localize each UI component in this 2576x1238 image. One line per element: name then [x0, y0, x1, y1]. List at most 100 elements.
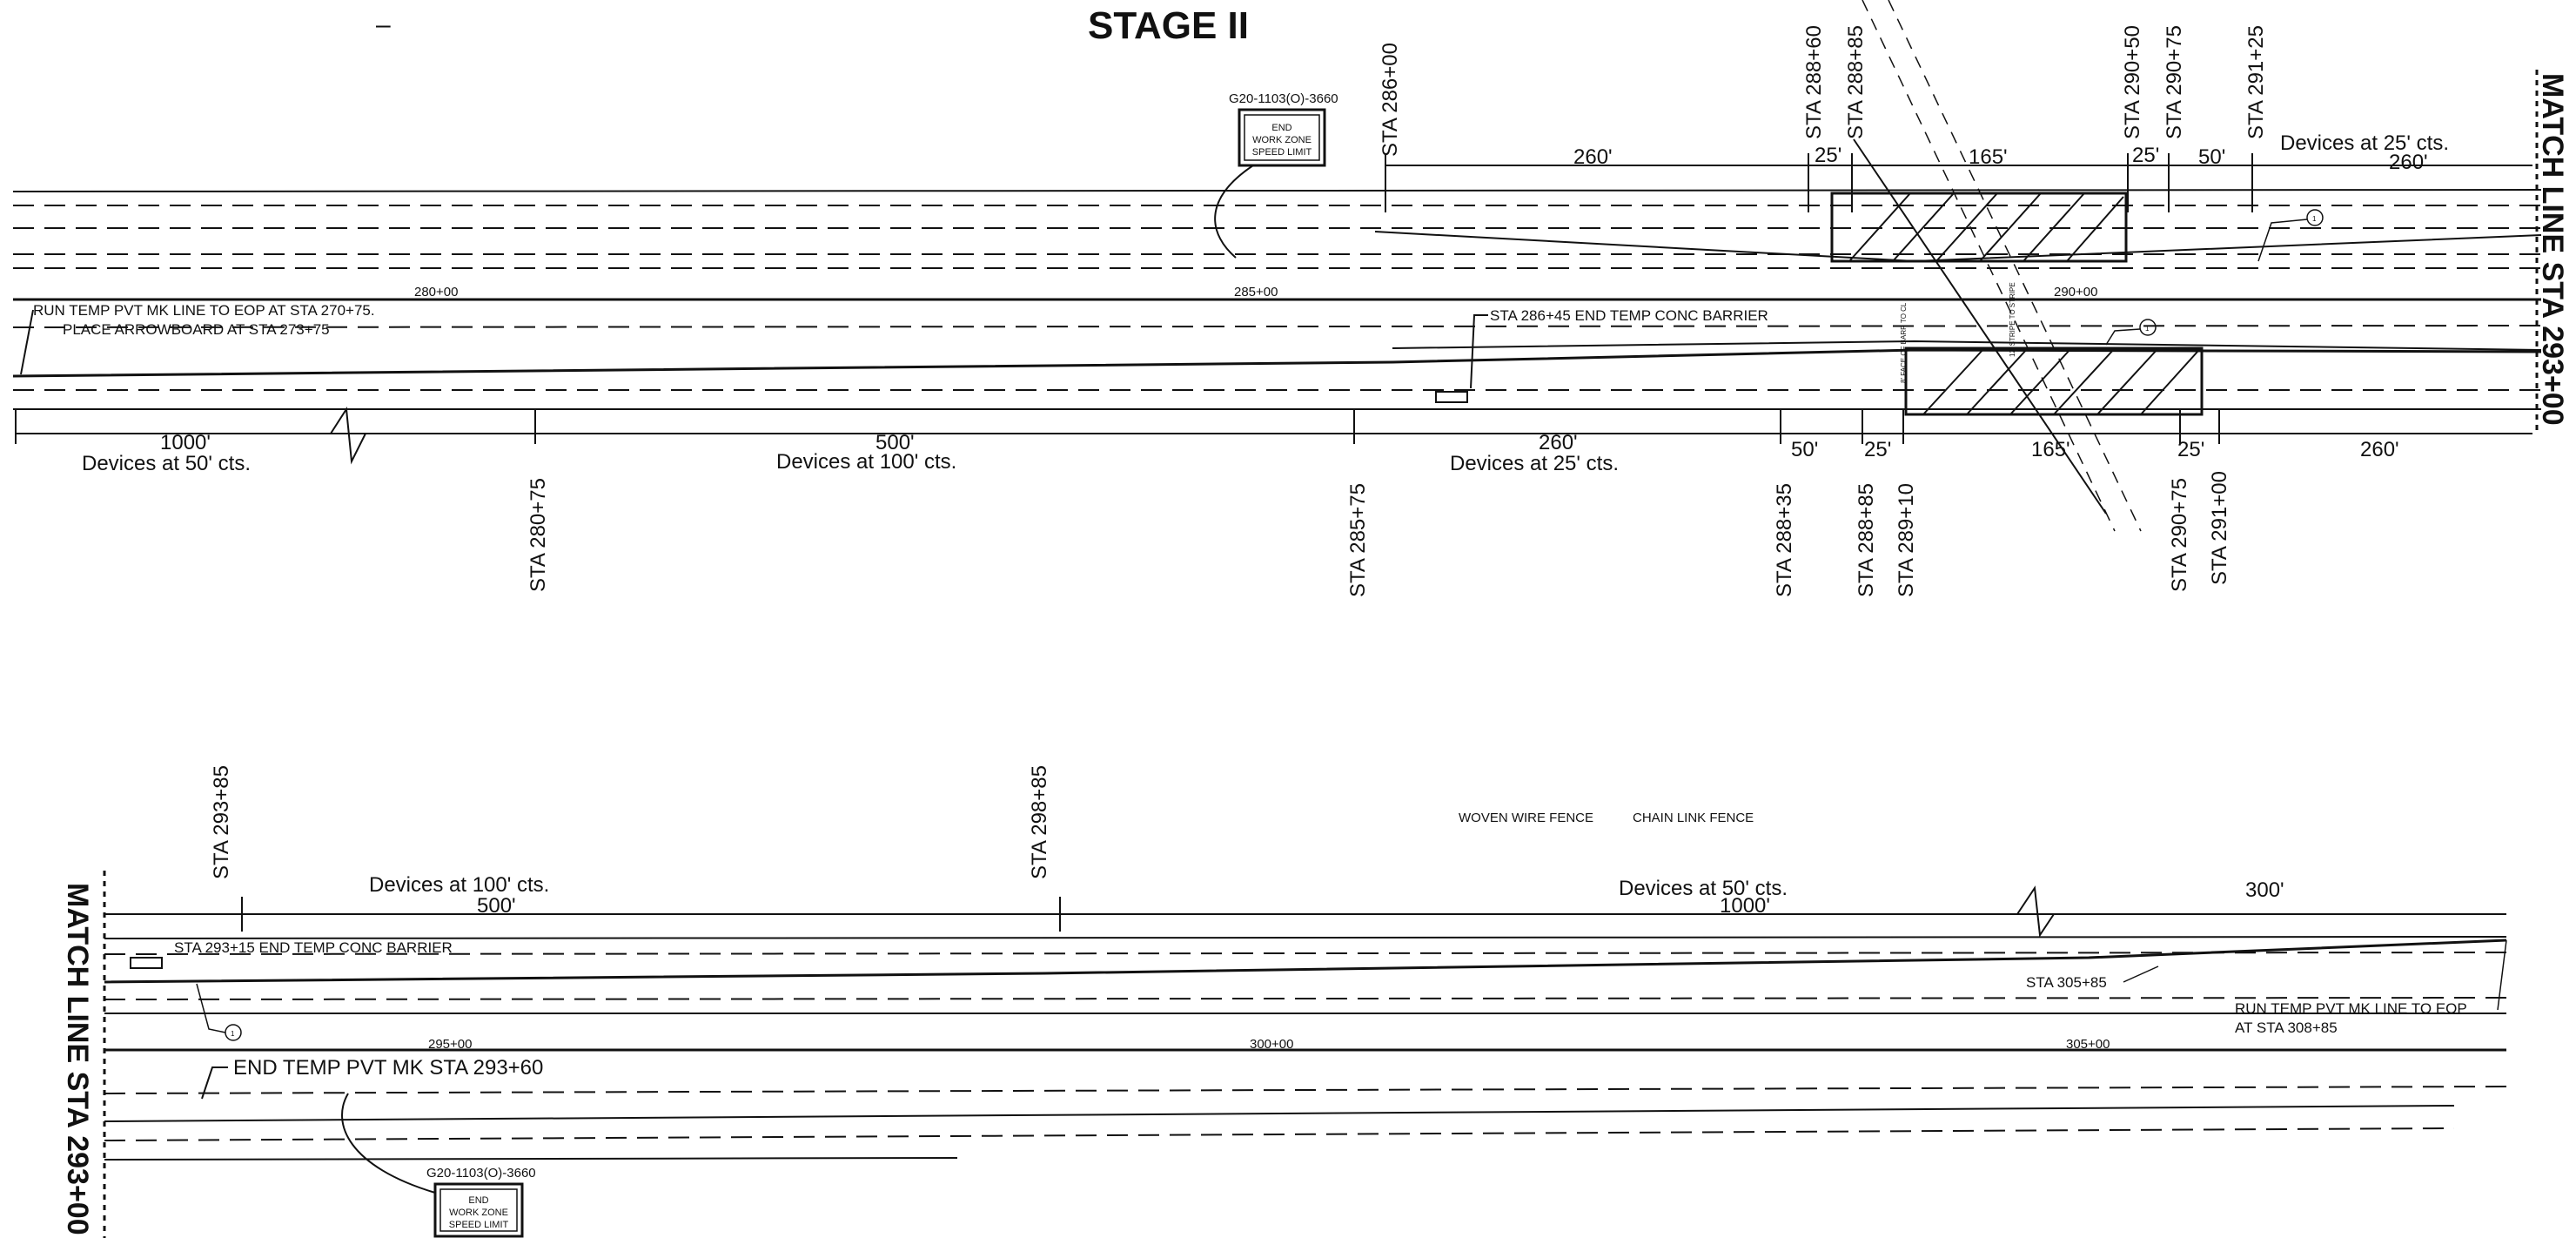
dim-500-bottom: 500' [477, 894, 516, 918]
note-end-leader [201, 1066, 228, 1100]
bottom-edge-line-4 [104, 1157, 958, 1161]
station-290-75: STA 290+75 [2163, 25, 2186, 139]
bottom-dim-ticks [241, 897, 1061, 932]
devices-25-upper: Devices at 25' cts. [2280, 131, 2449, 155]
sign-leader [1214, 165, 1254, 259]
sign-line-3: SPEED LIMIT [1252, 147, 1312, 158]
tick-285-00: 285+00 [1234, 285, 1278, 299]
crossing-line-2 [1888, 0, 2142, 532]
note-arrowboard: PLACE ARROWBOARD AT STA 273+75 [63, 321, 330, 338]
station-290-50: STA 290+50 [2121, 25, 2144, 139]
dim-260-upper: 260' [1573, 145, 1613, 169]
vert-note-face-of-barr: 8' FACE OF BARR TO CL [1900, 302, 1908, 383]
break-symbol-bottom [2016, 885, 2055, 938]
station-291-25: STA 291+25 [2244, 25, 2268, 139]
bottom-lane-line-3 [104, 1086, 2507, 1094]
dim-300-bottom: 300' [2245, 878, 2284, 902]
top-edge-line-1 [12, 189, 2542, 192]
sign-code: G20-1103(O)-3660 [1229, 91, 1338, 106]
top-lower-dim-ticks [15, 409, 2220, 444]
station-289-10: STA 289+10 [1895, 483, 1918, 597]
fence-chain: CHAIN LINK FENCE [1633, 811, 1754, 825]
tick-290-00: 290+00 [2054, 285, 2097, 299]
crossing-line-3 [1853, 138, 2107, 515]
tick-305-00: 305+00 [2066, 1037, 2110, 1052]
stage-title: STAGE II [1088, 4, 1249, 47]
dash-mark: – [376, 10, 391, 39]
dim-1000-lower: 1000' [160, 431, 211, 454]
tick-280-00: 280+00 [414, 285, 458, 299]
bottom-edge-line-1 [104, 936, 2507, 939]
crossing-line-1 [1862, 0, 2116, 532]
note-run-temp-bottom-1: RUN TEMP PVT MK LINE TO EOP [2235, 1000, 2467, 1017]
sign-code-bottom: G20-1103(O)-3660 [426, 1166, 536, 1181]
barrier-end-symbol-bottom [130, 957, 163, 969]
tick-300-00: 300+00 [1250, 1037, 1293, 1052]
devices-50-bottom: Devices at 50' cts. [1619, 877, 1788, 900]
station-291-00: STA 291+00 [2208, 471, 2231, 585]
callout-1-bottom: 1 [196, 983, 242, 1041]
dim-25-upper-1: 25' [1815, 144, 1841, 167]
dim-260-lower: 260' [1539, 431, 1578, 454]
end-work-zone-sign-top: G20-1103(O)-3660 END WORK ZONE SPEED LIM… [1214, 91, 1338, 259]
note-end-temp-pvt-mk: END TEMP PVT MK STA 293+60 [233, 1056, 543, 1080]
work-area-top [1830, 192, 2128, 263]
svg-text:1: 1 [2312, 215, 2317, 223]
dim-50-lower: 50' [1791, 438, 1818, 461]
top-taper-line [12, 348, 2542, 378]
note-sta-leader [2123, 966, 2159, 983]
note-run-temp-bottom-2: AT STA 308+85 [2235, 1019, 2338, 1036]
devices-50-top: Devices at 50' cts. [82, 452, 251, 475]
station-298-85: STA 298+85 [1028, 765, 1051, 879]
tick-295-00: 295+00 [428, 1037, 472, 1052]
break-symbol-top [330, 407, 366, 465]
sign-line-1: END [1271, 123, 1291, 133]
station-288-85-lower: STA 288+85 [1855, 483, 1878, 597]
dim-500-lower: 500' [875, 431, 915, 454]
dim-1000-bottom: 1000' [1720, 894, 1770, 918]
station-285-75: STA 285+75 [1346, 483, 1370, 597]
svg-text:1: 1 [231, 1030, 235, 1038]
top-lane-line-5 [12, 325, 2542, 328]
note-run-bottom-leader [2497, 939, 2507, 1011]
note-barrier-leader [1470, 314, 1488, 389]
vert-note-stripe: 12' STRIPE TO STRIPE [2009, 282, 2016, 357]
dim-165-upper: 165' [1969, 145, 2008, 169]
dim-260-lower-2: 260' [2360, 438, 2399, 461]
dim-165-lower: 165' [2031, 438, 2070, 461]
fence-woven: WOVEN WIRE FENCE [1459, 811, 1593, 825]
bottom-taper-line [104, 939, 2507, 984]
devices-25-top: Devices at 25' cts. [1450, 452, 1619, 475]
callout-1-top-b: 1 [2105, 319, 2157, 346]
note-sta-305-85: STA 305+85 [2026, 974, 2107, 991]
bottom-plan: MATCH LINE STA 293+00 STA 293+85 STA 298… [61, 765, 2507, 1238]
bottom-lane-line-4 [104, 1127, 2455, 1141]
end-work-zone-sign-bottom: G20-1103(O)-3660 END WORK ZONE SPEED LIM… [341, 1093, 536, 1238]
callout-1-top-a: 1 [2257, 209, 2324, 262]
devices-100-top: Devices at 100' cts. [776, 450, 956, 474]
sign-bottom-leader [341, 1093, 436, 1194]
dim-25-lower-2: 25' [2177, 438, 2204, 461]
station-286-00: STA 286+00 [1379, 43, 1402, 157]
dim-25-upper-2: 25' [2132, 144, 2159, 167]
station-290-75-lower: STA 290+75 [2168, 478, 2191, 592]
station-288-60: STA 288+60 [1802, 25, 1826, 139]
sign-bottom-line-3: SPEED LIMIT [449, 1220, 509, 1230]
note-run-temp-pvt: RUN TEMP PVT MK LINE TO EOP AT STA 270+7… [33, 302, 375, 319]
work-area-bottom [1904, 347, 2204, 416]
bottom-edge-line-3 [104, 1105, 2455, 1122]
match-line-left: MATCH LINE STA 293+00 [61, 883, 94, 1235]
sign-bottom-line-1: END [468, 1195, 488, 1206]
sign-bottom-line-2: WORK ZONE [449, 1208, 508, 1218]
devices-100-bottom: Devices at 100' cts. [369, 873, 549, 897]
station-293-85: STA 293+85 [210, 765, 233, 879]
dim-25-lower-1: 25' [1864, 438, 1891, 461]
top-taper-line-3 [1392, 340, 2542, 351]
svg-text:1: 1 [2145, 325, 2150, 333]
note-run-leader [20, 309, 34, 375]
sign-line-2: WORK ZONE [1252, 135, 1311, 145]
bottom-lane-line-2 [104, 997, 2507, 1000]
dim-50-upper: 50' [2198, 145, 2225, 169]
top-upper-dim-ticks [1385, 153, 2253, 212]
